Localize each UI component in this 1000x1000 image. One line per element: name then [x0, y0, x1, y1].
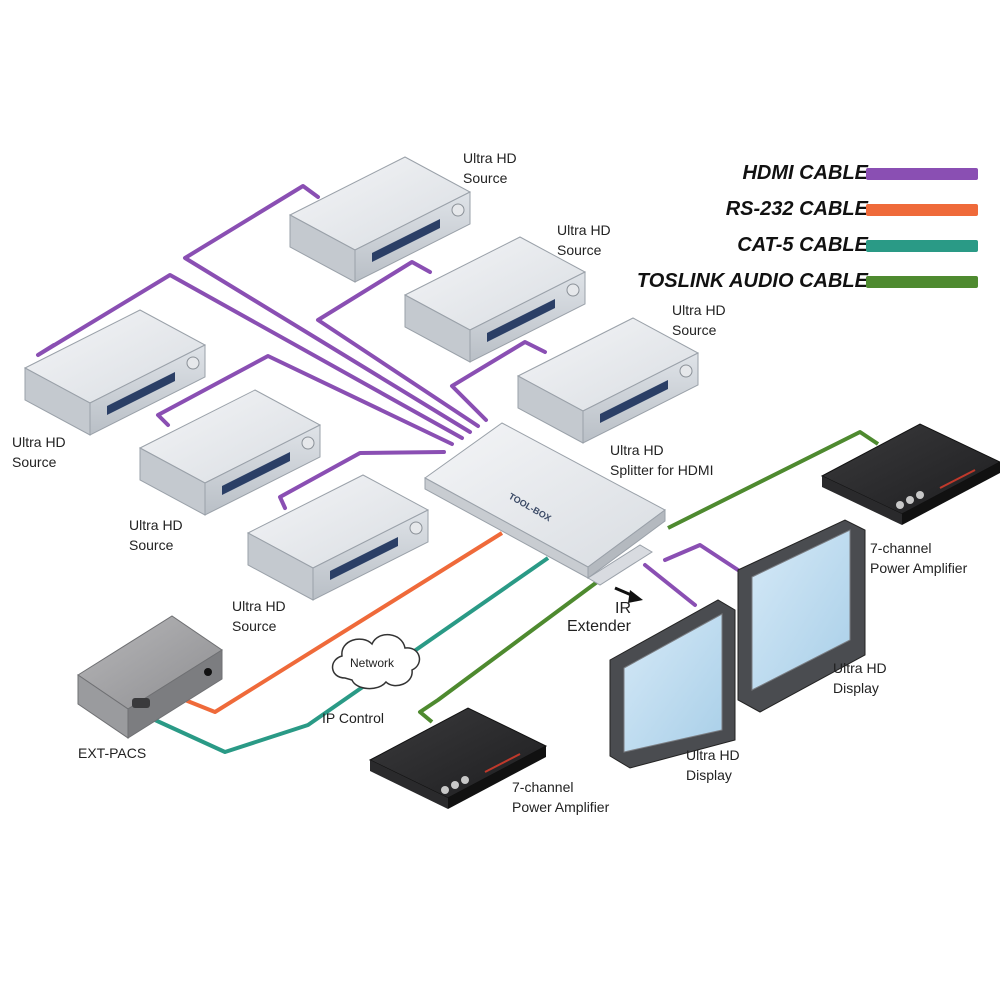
hdmi-cable-display-front	[643, 563, 697, 607]
source-label-1: Ultra HD Source	[463, 148, 517, 188]
network-cloud-icon	[331, 634, 421, 690]
source-device-6	[246, 474, 430, 601]
source-label-4-line-1: Ultra HD	[12, 434, 66, 450]
display-right-label-line-2: Display	[833, 680, 879, 696]
hdmi-cable-source-5	[156, 354, 454, 446]
splitter-label: Ultra HD Splitter for HDMI	[610, 440, 713, 480]
source-label-6-line-1: Ultra HD	[232, 598, 286, 614]
source-label-4: Ultra HD Source	[12, 432, 66, 472]
hdmi-splitter-device	[424, 422, 666, 586]
legend-swatch-toslink	[866, 276, 978, 288]
toslink-cable-amp-right	[667, 430, 880, 530]
amp-bottom-label: 7-channel Power Amplifier	[512, 777, 609, 817]
source-label-6: Ultra HD Source	[232, 596, 286, 636]
display-front-label: Ultra HD Display	[686, 745, 740, 785]
legend-label-cat5: CAT-5 CABLE	[737, 234, 868, 256]
amplifier-bottom-device	[368, 707, 548, 809]
ir-extender-label-line-2: Extender	[566, 618, 631, 635]
display-front-label-line-2: Display	[686, 767, 732, 783]
hdmi-cable-source-6	[278, 450, 446, 510]
display-right-label: Ultra HD Display	[833, 658, 887, 698]
hdmi-cables	[36, 184, 740, 607]
cat5-cable-pacs	[154, 556, 550, 754]
toslink-cable-amp-bottom	[418, 563, 622, 724]
source-label-3-line-1: Ultra HD	[672, 302, 726, 318]
splitter-label-line-2: Splitter for HDMI	[610, 462, 714, 478]
amp-bottom-label-line-2: Power Amplifier	[512, 799, 610, 815]
source-device-1	[288, 156, 472, 283]
source-device-5	[138, 389, 322, 516]
legend-swatch-rs232	[866, 204, 978, 216]
source-label-3-line-2: Source	[672, 322, 717, 338]
ir-arrow-icon	[614, 586, 643, 603]
source-device-3	[516, 317, 700, 444]
hdmi-cable-source-1	[183, 184, 472, 434]
cat5-cables	[154, 556, 550, 754]
hdmi-cable-source-3	[450, 340, 547, 422]
source-label-1-line-1: Ultra HD	[463, 150, 517, 166]
amp-right-label-line-1: 7-channel	[870, 540, 932, 556]
amp-right-label: 7-channel Power Amplifier	[870, 538, 967, 578]
amp-bottom-label-line-1: 7-channel	[512, 779, 574, 795]
hdmi-cable-display-right	[663, 543, 740, 572]
display-front-label-line-1: Ultra HD	[686, 747, 740, 763]
display-right-device	[737, 519, 866, 713]
source-label-3: Ultra HD Source	[672, 300, 726, 340]
hdmi-cable-source-4	[36, 273, 464, 440]
splitter-label-line-1: Ultra HD	[610, 442, 664, 458]
amplifier-right-device	[820, 423, 1000, 525]
source-label-5-line-1: Ultra HD	[129, 517, 183, 533]
network-label: Network	[350, 656, 395, 670]
source-label-6-line-2: Source	[232, 618, 277, 634]
ir-extender-label: IR Extender	[560, 600, 631, 636]
display-front-device	[609, 599, 736, 769]
legend-label-rs232: RS-232 CABLE	[725, 198, 868, 220]
rs232-cable	[184, 531, 504, 714]
ext-pacs-device	[77, 615, 223, 739]
source-label-2-line-2: Source	[557, 242, 602, 258]
source-label-5-line-2: Source	[129, 537, 174, 553]
toslink-cables	[418, 430, 880, 724]
source-device-4	[23, 309, 207, 436]
ip-control-label: IP Control	[322, 710, 384, 726]
source-label-2-line-1: Ultra HD	[557, 222, 611, 238]
source-label-4-line-2: Source	[12, 454, 57, 470]
hdmi-cable-source-2	[316, 260, 480, 428]
source-device-2	[403, 236, 587, 363]
ir-extender-label-line-1: IR	[615, 600, 631, 617]
amp-right-label-line-2: Power Amplifier	[870, 560, 968, 576]
display-right-label-line-1: Ultra HD	[833, 660, 887, 676]
ext-pacs-label: EXT-PACS	[78, 745, 147, 761]
legend-swatch-hdmi	[866, 168, 978, 180]
legend-label-hdmi: HDMI CABLE	[742, 162, 868, 184]
source-label-5: Ultra HD Source	[129, 515, 183, 555]
source-label-2: Ultra HD Source	[557, 220, 611, 260]
source-label-1-line-2: Source	[463, 170, 508, 186]
legend-label-toslink: TOSLINK AUDIO CABLE	[636, 270, 868, 292]
legend-swatch-cat5	[866, 240, 978, 252]
